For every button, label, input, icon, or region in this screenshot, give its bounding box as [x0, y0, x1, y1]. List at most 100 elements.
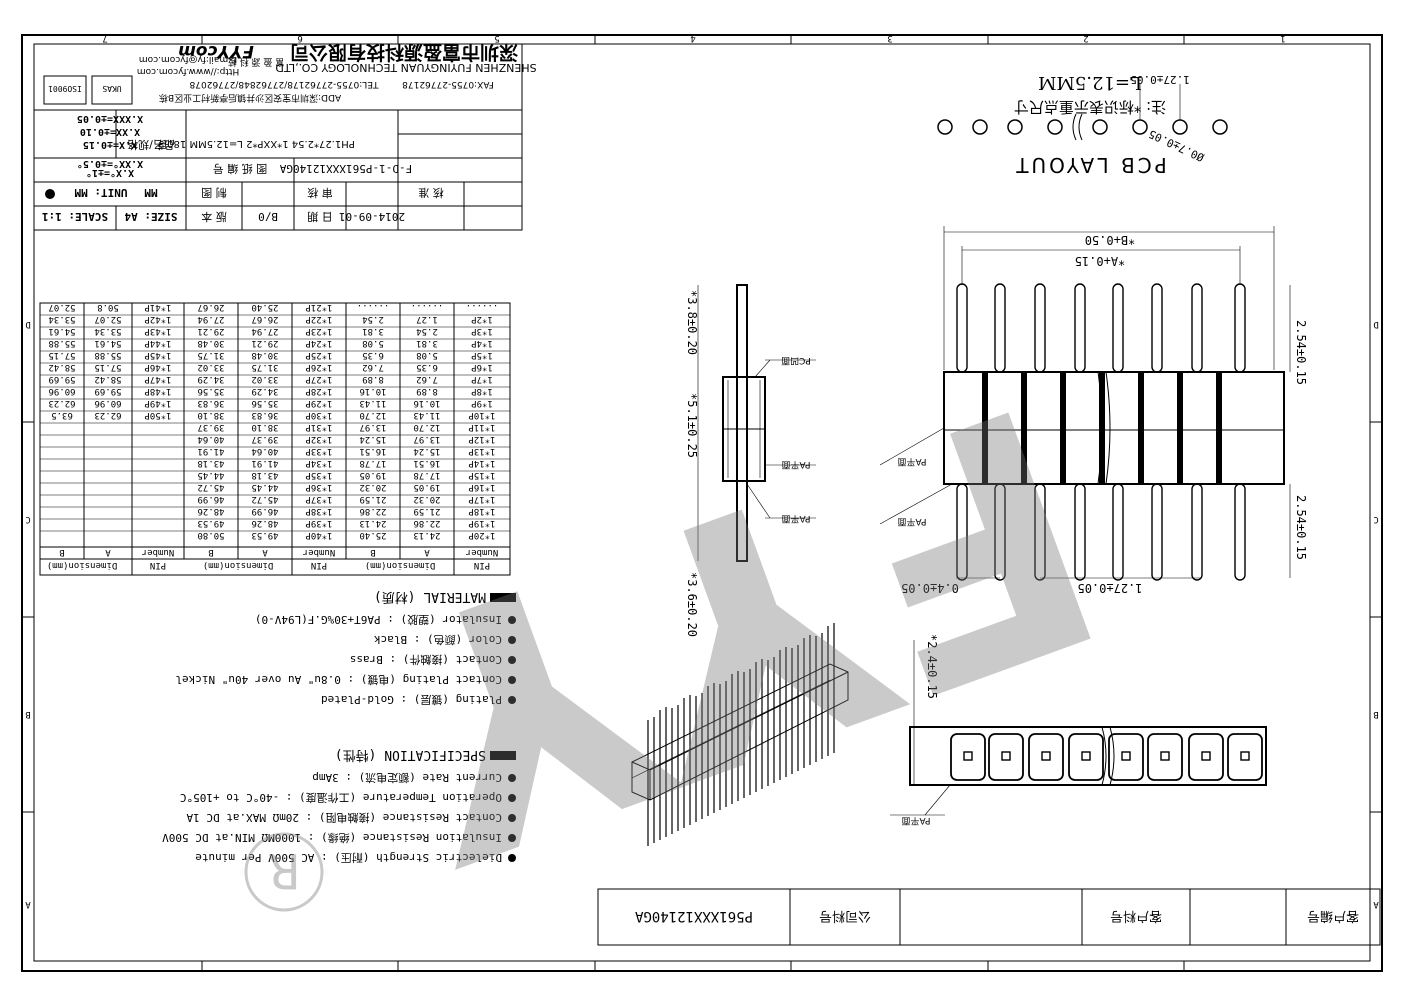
table-cell: 1*38P: [305, 506, 333, 516]
fax: FAX:0755-27762178: [402, 79, 494, 89]
front-break-icon: [1097, 371, 1111, 485]
table-cell: 6.35: [362, 350, 384, 360]
table-cell: 54.61: [48, 326, 75, 336]
housing-separator: [1021, 372, 1027, 484]
table-cell: 1*23P: [305, 326, 333, 336]
website-link[interactable]: Http://www.fycom.com: [137, 66, 239, 76]
drawing-label: 制 图: [201, 186, 227, 199]
table-cell: 36.83: [251, 410, 278, 420]
frame-col-label: 3: [887, 33, 892, 43]
table-cell: 30.48: [197, 338, 224, 348]
brand-logo: FYYcom: [178, 41, 254, 61]
frame-row-label: C: [1373, 514, 1378, 524]
table-cell: 39.37: [197, 422, 224, 432]
table-cell: 45.72: [251, 494, 278, 504]
company-name-cn: 深圳市富盈源科技有限公司: [290, 41, 518, 64]
table-cell: 52.07: [94, 314, 121, 324]
frame-row-label: D: [25, 319, 30, 329]
email-link[interactable]: E-mail:fy@fycom.com: [139, 54, 237, 64]
table-cell: 21.59: [359, 494, 386, 504]
table-cell: 58.42: [48, 362, 75, 372]
side-dim-bottom: *3.6±0.20: [685, 572, 699, 637]
tol-xxx: X.XXX=±0.05: [77, 113, 143, 124]
table-cell: 50.8: [97, 302, 119, 312]
table-cell: 1*46P: [144, 362, 172, 372]
material-item: Contact Plating (电镀) : 0.8u" Au over 40u…: [175, 673, 502, 687]
side-pc-label: PC凹面: [781, 355, 811, 366]
table-cell: 41.91: [251, 458, 278, 468]
table-cell: 1*11P: [468, 422, 496, 432]
bullet-icon: [508, 676, 516, 684]
table-cell: 1.27: [416, 314, 438, 324]
table-cell: 48.26: [197, 506, 224, 516]
table-cell: 44.45: [197, 470, 224, 480]
front-pin-bottom: [1234, 483, 1246, 581]
pcb-hole-icon: [1007, 119, 1023, 135]
bullet-icon: [508, 834, 516, 842]
bottom-view: *2.4±0.15 PA平面: [890, 634, 1267, 826]
table-cell: 36.83: [197, 398, 224, 408]
frame-row-label: A: [1373, 899, 1379, 909]
housing-separator: [1177, 372, 1183, 484]
spec-heading-bar: [490, 751, 516, 760]
table-cell: 54.61: [94, 338, 121, 348]
table-cell: 19.05: [413, 482, 440, 492]
side-pa-label-2: PA平面: [781, 513, 810, 524]
tol-ang-1: X.X°=±1°: [86, 167, 134, 178]
product-value: PH1.27*2.54 1*XXP*2 L=12.5MM 180度: [157, 138, 355, 151]
footer-company-part-label: 公司料号: [819, 908, 871, 923]
front-pin-top: [1074, 283, 1086, 373]
spec-item: Dielectric Strength (耐压) : AC 500V Per m…: [195, 851, 502, 864]
pcb-hole-icon: [937, 119, 953, 135]
table-cell: 8.89: [362, 374, 384, 384]
table-cell: 41.91: [197, 446, 224, 456]
table-cell: 29.21: [197, 326, 224, 336]
table-cell: 49.53: [251, 530, 278, 540]
table-cell: 43.18: [197, 458, 224, 468]
side-view: *3.8±0.20 *5.1±0.25 *3.6±0.20 PC凹面 PA平面 …: [685, 284, 816, 637]
table-cell: 5.08: [362, 338, 384, 348]
unit-label: UNIT: MM: [74, 186, 127, 199]
frame-row-label: B: [1373, 709, 1378, 719]
side-pa-label-1: PA平面: [781, 459, 810, 470]
bullet-icon: [508, 794, 516, 802]
table-cell: 1*34P: [305, 458, 333, 468]
table-cell: 19.05: [359, 470, 386, 480]
table-header: PIN: [150, 560, 166, 570]
registered-icon: [244, 832, 324, 912]
table-cell: 58.42: [94, 374, 121, 384]
certification-logo: [43, 75, 87, 105]
table-cell: 1*6P: [471, 362, 493, 372]
footer-part-no: P561XXX12140GA: [634, 908, 753, 924]
table-cell: 1*36P: [305, 482, 333, 492]
front-pa-label-1: PA平面: [897, 456, 926, 467]
table-cell: 38.10: [251, 422, 278, 432]
table-subheader: A: [105, 547, 111, 557]
table-cell: 34.29: [251, 386, 278, 396]
table-cell: 24.13: [359, 518, 386, 528]
front-pin-bottom: [1191, 483, 1203, 581]
table-cell: 62.23: [94, 410, 121, 420]
dim-top-pin: 2.54±0.15: [1294, 320, 1308, 385]
table-cell: 1*44P: [144, 338, 172, 348]
table-cell: 39.37: [251, 434, 278, 444]
table-cell: 1*4P: [471, 338, 493, 348]
material-item: Contact (接触件) : Brass: [350, 653, 502, 667]
spec-heading: SPECIFICATION (特性): [335, 747, 486, 762]
frame-col-label: 7: [102, 33, 107, 43]
table-cell: 33.02: [251, 374, 278, 384]
table-cell: 46.99: [197, 494, 224, 504]
front-pin-bottom: [1112, 483, 1124, 581]
side-dim-top: *3.8±0.20: [685, 290, 699, 355]
housing-separator: [1138, 372, 1144, 484]
registered-letter: R: [267, 842, 300, 898]
registered-mark: R: [244, 832, 324, 912]
footer-customer-no-label: 客户编号: [1307, 908, 1359, 924]
title-block-grid: [33, 43, 523, 231]
table-cell: 21.59: [413, 506, 440, 516]
table-cell: 48.26: [251, 518, 278, 528]
table-cell: 7.62: [362, 362, 384, 372]
housing-separator: [982, 372, 988, 484]
material-heading: MATERIAL (材质): [374, 589, 486, 604]
bottom-break-icon: [1101, 726, 1115, 786]
